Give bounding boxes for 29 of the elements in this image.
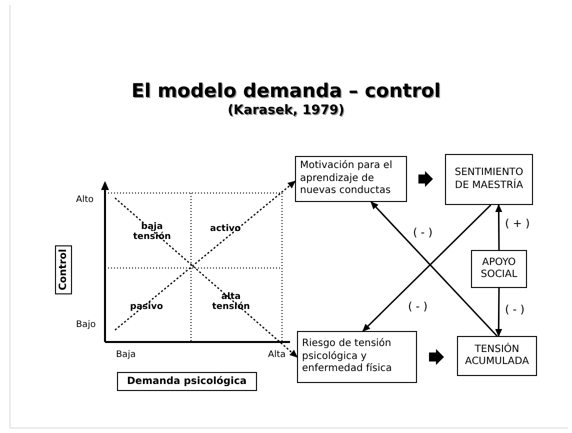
axis-label: Alta (268, 350, 286, 360)
quadrant-label: activo (210, 224, 241, 234)
arrow (114, 198, 298, 358)
axis-label: Alto (76, 195, 94, 205)
quadrant-label: pasivo (130, 302, 164, 312)
text-box: Motivación para el aprendizaje de nuevas conductas (295, 156, 407, 202)
arrow (114, 180, 296, 330)
text-box: TENSIÓN ACUMULADA (457, 336, 537, 376)
text-box: SENTIMIENTO DE MAESTRÍA (445, 154, 533, 205)
edge-label: ( - ) (407, 300, 429, 313)
title: El modelo demanda – control (130, 80, 442, 102)
arrow (362, 204, 492, 332)
arrow (495, 204, 502, 250)
block-arrow (429, 349, 444, 365)
quadrant-label: baja tensión (132, 222, 172, 243)
quadrant-label: alta tensión (211, 292, 251, 313)
axis-title: Control (55, 245, 72, 294)
subtitle: (Karasek, 1979) (226, 103, 346, 118)
text-box: Riesgo de tensión psicológica y enfermedad física (297, 331, 417, 383)
block-arrow (418, 171, 433, 187)
edge-label: ( + ) (504, 217, 531, 230)
axis-label: Bajo (76, 320, 96, 330)
arrow (495, 288, 502, 337)
axis-title: Demanda psicológica (117, 372, 257, 391)
arrow (370, 201, 498, 337)
edge-label: ( - ) (504, 303, 526, 316)
edge-label: ( - ) (412, 226, 434, 239)
text-box: APOYO SOCIAL (471, 250, 527, 288)
axis-label: Baja (116, 350, 136, 360)
